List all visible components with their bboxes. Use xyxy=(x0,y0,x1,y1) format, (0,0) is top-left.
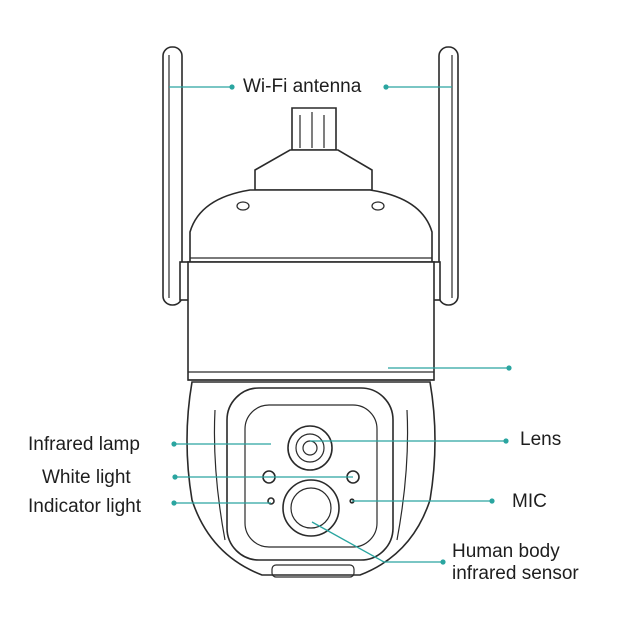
leader-dot-infrared-lamp xyxy=(171,441,177,447)
label-white-light: White light xyxy=(42,467,131,488)
leader-dot-wifi-left xyxy=(229,84,235,90)
top-mast xyxy=(254,107,373,191)
middle-body xyxy=(187,261,435,381)
leader-dot-wifi-right xyxy=(383,84,389,90)
leader-dot-lens xyxy=(503,438,509,444)
leader-dot-white-light xyxy=(172,474,178,480)
label-wifi-antenna: Wi-Fi antenna xyxy=(243,76,362,97)
label-infrared-lamp: Infrared lamp xyxy=(28,434,140,455)
leader-lines xyxy=(169,84,512,565)
left-antenna xyxy=(162,46,191,306)
leader-dot-human-body-sensor xyxy=(440,559,446,565)
label-indicator-light: Indicator light xyxy=(28,496,142,517)
pir-sensor-icon xyxy=(282,479,340,537)
leader-dot-indicator-light xyxy=(171,500,177,506)
upper-dome xyxy=(189,189,433,263)
label-mic: MIC xyxy=(512,491,547,512)
front-panel xyxy=(226,387,394,561)
leader-dot-body xyxy=(506,365,512,371)
label-human-body-sensor: Human body infrared sensor xyxy=(452,541,579,584)
lens-icon xyxy=(287,425,333,471)
leader-dot-mic xyxy=(489,498,495,504)
label-lens: Lens xyxy=(520,429,562,450)
leader-human-body-sensor xyxy=(311,521,443,563)
